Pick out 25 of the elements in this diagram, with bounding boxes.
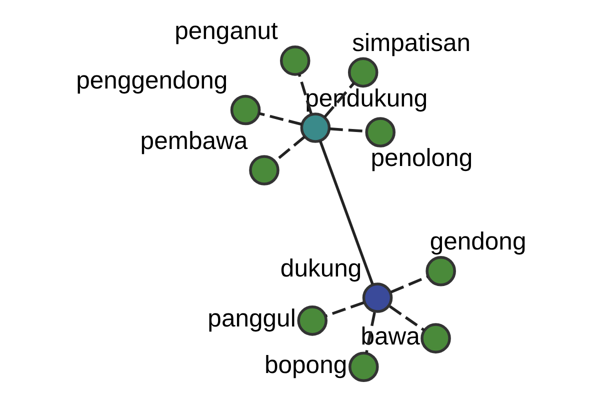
node-circle <box>248 155 279 186</box>
node-circle <box>420 323 450 354</box>
node-label: penganut <box>174 18 278 46</box>
node-circle <box>300 112 330 143</box>
node-circle <box>425 256 456 286</box>
node-label: pembawa <box>140 128 248 155</box>
connector <box>388 305 425 332</box>
node-circle <box>347 57 378 88</box>
node-circle <box>296 306 327 336</box>
node-circle <box>230 94 260 126</box>
node-label: bopong <box>264 352 347 379</box>
node-circle <box>348 352 378 382</box>
node-circle <box>364 117 395 148</box>
connector <box>325 301 364 318</box>
connector <box>390 276 428 294</box>
node-label: panggul <box>207 306 296 333</box>
node-circle <box>279 46 310 76</box>
node-label: simpatisan <box>352 30 470 57</box>
node-label: dukung <box>280 255 362 282</box>
connector <box>318 140 374 284</box>
node-label: penggendong <box>76 68 228 95</box>
node-label: gendong <box>429 228 526 256</box>
node-label: penolong <box>370 144 472 172</box>
node-circle <box>362 282 392 313</box>
connector <box>258 112 302 126</box>
